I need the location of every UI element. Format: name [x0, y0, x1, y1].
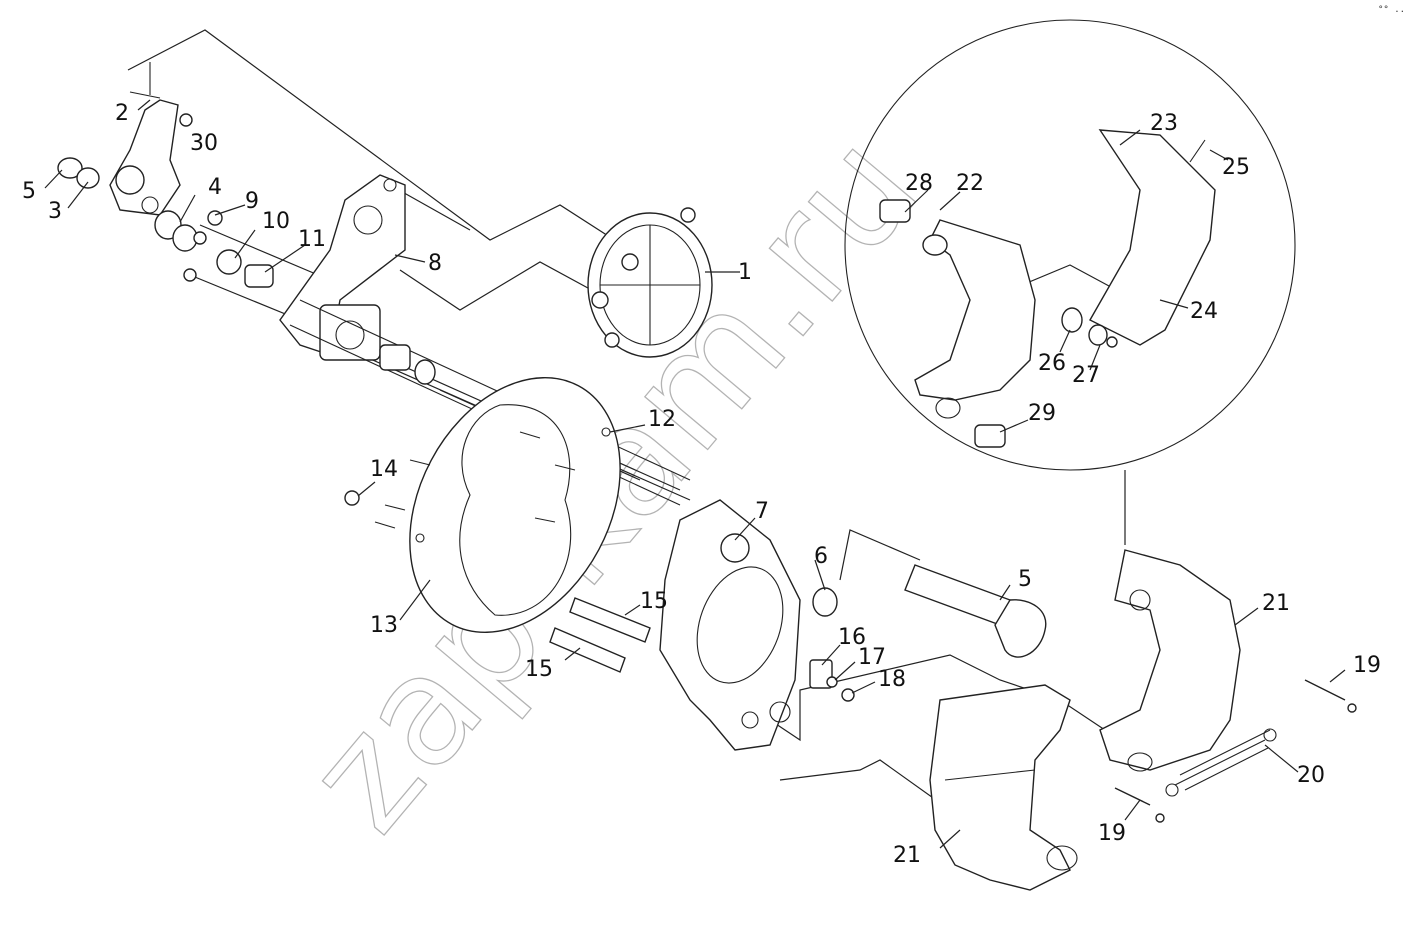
label-16: 16 [838, 625, 866, 650]
label-19b: 19 [1098, 821, 1126, 846]
label-27: 27 [1072, 363, 1100, 388]
label-23: 23 [1150, 111, 1178, 136]
label-13: 13 [370, 613, 398, 638]
part-labels: 1 2 3 4 5 5 6 7 8 9 10 11 12 13 14 15 15… [22, 101, 1381, 868]
label-11: 11 [298, 227, 326, 252]
brake-shoe-upper [1099, 549, 1241, 772]
label-21b: 21 [893, 843, 921, 868]
brake-shoe-lower [929, 684, 1078, 891]
label-2: 2 [115, 101, 129, 126]
label-5a: 5 [22, 179, 36, 204]
chamber-bracket [279, 174, 406, 361]
adjust-hardware [809, 659, 855, 702]
camshaft [904, 564, 1047, 658]
dust-shield [409, 377, 621, 633]
seal-ring [812, 587, 838, 617]
label-17: 17 [858, 645, 886, 670]
label-25: 25 [1222, 155, 1250, 180]
washers [57, 157, 274, 288]
leader-lines [44, 99, 1346, 849]
label-30: 30 [190, 131, 218, 156]
label-4: 4 [208, 175, 222, 200]
return-spring [1165, 728, 1277, 797]
inset-shoe [879, 129, 1216, 448]
shoe-pins [1114, 679, 1357, 823]
label-15b: 15 [525, 657, 553, 682]
label-22: 22 [956, 171, 984, 196]
label-3: 3 [48, 199, 62, 224]
label-12: 12 [648, 407, 676, 432]
label-19a: 19 [1353, 653, 1381, 678]
label-18: 18 [878, 667, 906, 692]
bolts [344, 431, 576, 529]
slack-adjuster [109, 62, 193, 216]
label-5b: 5 [1018, 567, 1032, 592]
label-8: 8 [428, 251, 442, 276]
label-28: 28 [905, 171, 933, 196]
label-21a: 21 [1262, 591, 1290, 616]
label-9: 9 [245, 189, 259, 214]
label-6: 6 [814, 544, 828, 569]
label-26: 26 [1038, 351, 1066, 376]
label-7: 7 [755, 499, 769, 524]
label-1: 1 [738, 260, 752, 285]
label-24: 24 [1190, 299, 1218, 324]
label-20: 20 [1297, 763, 1325, 788]
anchor-pins [549, 597, 651, 673]
label-10: 10 [262, 209, 290, 234]
brake-spider [659, 499, 801, 751]
label-15a: 15 [640, 589, 668, 614]
brake-chamber [587, 207, 713, 358]
label-14: 14 [370, 457, 398, 482]
shoe-detail-inset [844, 19, 1296, 471]
corner-mark: °° ... [1378, 5, 1403, 15]
label-29: 29 [1028, 401, 1056, 426]
